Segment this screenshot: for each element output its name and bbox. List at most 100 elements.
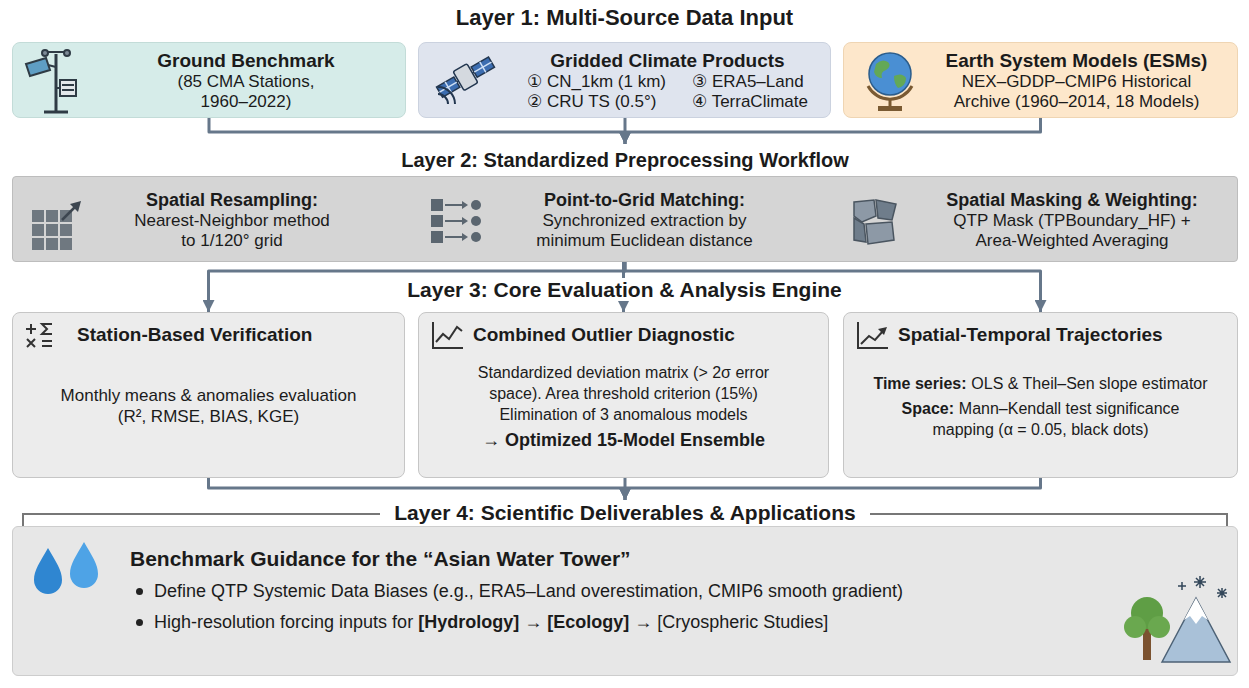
- point-match-icon: [432, 232, 442, 242]
- node-text: QTP Mask (TPBoundary_HF) + Area-Weighted…: [953, 211, 1190, 250]
- satellite-icon: [453, 64, 478, 91]
- satellite-icon: [457, 81, 459, 82]
- trend-chart-icon: [858, 322, 888, 348]
- analysis-box: Spatial-Temporal TrajectoriesTime series…: [843, 312, 1238, 478]
- h3-row: Station-Based Verification: [25, 323, 392, 347]
- node-text: Time series:: [873, 375, 966, 392]
- source-box: Ground Benchmark(85 CMA Stations, 1960–2…: [12, 42, 406, 118]
- node-text: Standardized deviation matrix (> 2σ erro…: [478, 364, 769, 423]
- b3-row: Monthly means & anomalies evaluation (R²…: [51, 385, 366, 427]
- grid-resample-icon: [46, 224, 58, 236]
- grid-resample-icon: [46, 238, 58, 250]
- weather-station-icon: [64, 50, 70, 56]
- bullet-dot: [136, 619, 143, 626]
- node-text: (85 CMA Stations, 1960–2022): [177, 72, 314, 111]
- trend-chart-icon: [878, 327, 887, 335]
- node-text: ② CRU TS (0.5°): [527, 92, 666, 112]
- globe-icon: [869, 53, 911, 95]
- process-band: Layer 2: Standardized Preprocessing Work…: [12, 144, 1238, 262]
- math-symbol-icon: [26, 324, 52, 347]
- mask-puzzle-icon: [866, 222, 894, 244]
- analysis-box: Combined Outlier DiagnosticStandardized …: [418, 312, 829, 478]
- satellite-icon: [472, 72, 474, 73]
- water-drops-icon: [34, 548, 62, 594]
- flow-connector: [209, 478, 626, 500]
- water-drops-icon: [34, 542, 98, 594]
- satellite-icon: [445, 82, 451, 92]
- mask-puzzle-icon: [854, 218, 866, 242]
- node-text: [Hydrology] → [Ecology]: [418, 612, 629, 632]
- node-text: Point-to-Grid Matching:: [544, 190, 745, 210]
- node-text: NEX–GDDP–CMIP6 Historical Archive (1960–…: [954, 72, 1200, 111]
- weather-station-icon: [48, 65, 56, 67]
- satellite-icon: [480, 62, 486, 72]
- weather-station-icon: [62, 84, 74, 86]
- node-text: Spatial Masking & Weighting:: [946, 190, 1198, 210]
- inl-row: Time series: OLS & Theil–Sen slope estima…: [873, 373, 1207, 394]
- tree-icon: [1124, 616, 1146, 638]
- flow-connector: [625, 118, 1041, 144]
- inl-row: Space:Mann–Kendall test significance map…: [881, 398, 1201, 440]
- source-box: Gridded Climate Products① CN_1km (1 km)③…: [418, 42, 831, 118]
- globe-icon: [868, 53, 912, 111]
- trend-chart-icon: [861, 331, 883, 344]
- bul-row: Define QTP Systemic Data Biases (e.g., E…: [130, 579, 1098, 603]
- process-step: Spatial Masking & Weighting:QTP Mask (TP…: [840, 182, 1232, 258]
- grid-resample-icon: [32, 238, 44, 250]
- node-text: Space:: [902, 400, 954, 417]
- h3-row: Combined Outlier Diagnostic: [431, 323, 816, 347]
- satellite-icon: [438, 87, 455, 104]
- weather-station-icon: [62, 89, 74, 91]
- node-text: → Optimized 15-Model Ensemble: [482, 430, 765, 450]
- node-text: OLS & Theil–Sen slope estimator: [971, 375, 1207, 392]
- node-text: Gridded Climate Products: [550, 50, 784, 71]
- layer-heading: Layer 1: Multi-Source Data Input: [456, 5, 793, 30]
- point-match-icon: [462, 217, 468, 225]
- node-text: Spatial Resampling:: [146, 190, 318, 210]
- node-text: Mann–Kendall test significance mapping (…: [932, 400, 1179, 438]
- b3b-row: → Optimized 15-Model Ensemble: [431, 429, 816, 451]
- node-text: Nearest-Neighbor method to 1/120° grid: [134, 211, 330, 250]
- satellite-icon: [471, 57, 494, 77]
- node-text: ④ TerraClimate: [692, 92, 808, 112]
- node-text: High-resolution forcing inputs for: [154, 612, 413, 632]
- point-match-icon: [445, 236, 462, 238]
- grid-resample-icon: [32, 210, 44, 222]
- tree-icon: [1131, 597, 1163, 629]
- trend-chart-icon: [858, 322, 888, 348]
- point-match-icon: [445, 204, 462, 206]
- b2-row: Nearest-Neighbor method to 1/120° grid: [130, 211, 335, 251]
- b2-row: QTP Mask (TPBoundary_HF) + Area-Weighted…: [947, 211, 1197, 251]
- grid-resample-icon: [46, 210, 58, 222]
- point-match-icon: [432, 216, 442, 226]
- h1-row: Ground Benchmark: [157, 49, 334, 72]
- h3-row: Spatial-Temporal Trajectories: [856, 323, 1225, 347]
- b2-row: Synchronized extraction by minimum Eucli…: [525, 211, 765, 251]
- lh4-row: Layer 4: Scientific Deliverables & Appli…: [12, 500, 1238, 526]
- satellite-icon: [474, 62, 491, 72]
- h2-row: Point-to-Grid Matching:: [544, 189, 745, 211]
- grid-resample-icon: [60, 210, 72, 222]
- point-match-icon: [471, 200, 481, 210]
- mask-puzzle-icon: [854, 200, 896, 244]
- mask-puzzle-icon: [854, 200, 876, 222]
- deliverables-panel: Benchmark Guidance for the “Asian Water …: [12, 500, 1238, 676]
- globe-icon: [878, 106, 902, 111]
- point-match-icon: [432, 200, 481, 242]
- node-text: Benchmark Guidance for the “Asian Water …: [130, 547, 631, 570]
- snow-mountain-icon: [1162, 576, 1230, 662]
- math-symbol-icon: [26, 324, 36, 334]
- grid-resample-icon: [60, 238, 72, 250]
- h4-row: Benchmark Guidance for the “Asian Water …: [130, 546, 1098, 572]
- tree-icon: [1148, 616, 1170, 638]
- satellite-icon: [440, 82, 457, 92]
- node-text: ① CN_1km (1 km): [527, 72, 666, 92]
- point-match-icon: [471, 216, 481, 226]
- point-match-icon: [471, 232, 481, 242]
- lh-row: Layer 2: Standardized Preprocessing Work…: [12, 148, 1238, 172]
- snow-mountain-icon: [1178, 576, 1227, 598]
- layer-heading: Layer 3: Core Evaluation & Analysis Engi…: [399, 278, 850, 301]
- satellite-icon: [434, 53, 497, 104]
- node-text: → [Cryospheric Studies]: [634, 612, 828, 632]
- math-symbol-icon: [42, 324, 52, 334]
